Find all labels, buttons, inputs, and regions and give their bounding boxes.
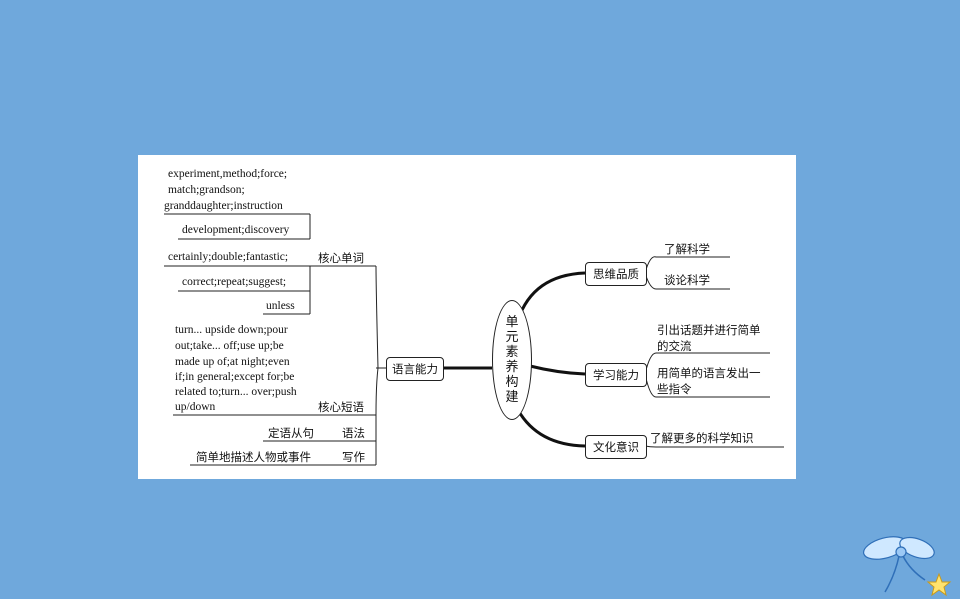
phrase-line: made up of;at night;even: [175, 356, 290, 368]
thinking-quality-node: 思维品质: [585, 262, 647, 286]
connector-line: [644, 445, 784, 448]
grammar-value: 定语从句: [268, 426, 314, 440]
culture-item: 了解更多的科学知识: [650, 431, 754, 445]
connector-line: [644, 256, 730, 274]
thinking-item: 了解科学: [664, 242, 710, 256]
connector-line: [375, 265, 379, 369]
connector-line: [516, 271, 586, 321]
phrase-line: if;in general;except for;be: [175, 371, 295, 383]
phrases-label: 核心短语: [318, 400, 364, 414]
phrase-line: out;take... off;use up;be: [175, 340, 284, 352]
vocab-item: experiment,method;force;: [168, 168, 288, 180]
phrase-line: related to;turn... over;push: [175, 386, 297, 398]
vocab-label: 核心单词: [318, 251, 364, 265]
vocab-item: granddaughter;instruction: [164, 200, 283, 212]
center-node: 单元素养构建: [492, 300, 532, 420]
vocab-item: development;discovery: [182, 224, 290, 236]
phrase-line: up/down: [175, 401, 216, 413]
vocab-item: certainly;double;fantastic;: [168, 251, 289, 263]
connector-line: [375, 367, 379, 416]
writing-label: 写作: [342, 450, 365, 464]
vocab-item: match;grandson;: [168, 184, 245, 196]
vocab-item: unless: [266, 300, 295, 312]
phrase-line: turn... upside down;pour: [175, 324, 288, 336]
writing-value: 简单地描述人物或事件: [196, 450, 311, 464]
language-ability-node: 语言能力: [386, 357, 444, 381]
connector-line: [516, 409, 586, 448]
cultural-awareness-node: 文化意识: [585, 435, 647, 459]
mind-map-connectors: [164, 213, 784, 466]
bow-decoration-icon: [862, 536, 952, 597]
grammar-label: 语法: [342, 426, 365, 440]
learning-item: 用简单的语言发出一些指令: [657, 366, 761, 396]
thinking-item: 谈论科学: [664, 273, 710, 287]
center-label: 单元素养构建: [505, 315, 519, 405]
connector-line: [529, 364, 586, 376]
learning-ability-node: 学习能力: [585, 363, 647, 387]
vocab-item: correct;repeat;suggest;: [182, 276, 287, 288]
slide-panel: experiment,method;force; match;grandson;…: [138, 155, 796, 479]
learning-item: 引出话题并进行简单的交流: [657, 323, 761, 353]
